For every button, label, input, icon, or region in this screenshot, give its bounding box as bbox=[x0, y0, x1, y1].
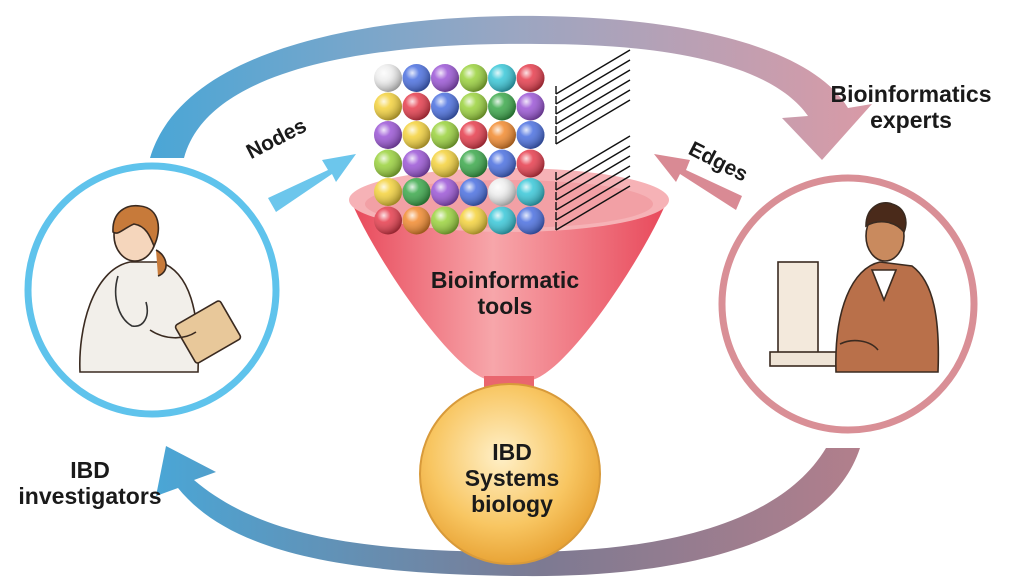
node-ball-shade bbox=[431, 121, 459, 149]
edge-lines bbox=[555, 49, 631, 231]
systems-biology-circle bbox=[419, 383, 601, 565]
edge-line bbox=[555, 89, 631, 135]
edge-line bbox=[555, 175, 631, 221]
node-ball-shade bbox=[516, 149, 545, 178]
node-grid bbox=[374, 64, 545, 235]
tools-line-1: Bioinformatic bbox=[430, 267, 580, 293]
node-ball-shade bbox=[516, 206, 545, 235]
node-ball-shade bbox=[402, 92, 431, 121]
node-ball-shade bbox=[488, 178, 516, 206]
node-ball-shade bbox=[516, 178, 545, 206]
experts-line-1: Bioinformatics bbox=[830, 81, 992, 107]
top-cycle-arrow bbox=[150, 15, 872, 160]
node-ball-shade bbox=[374, 92, 402, 121]
bottom-cycle-arrow bbox=[156, 446, 860, 577]
node-ball-shade bbox=[488, 206, 516, 235]
edge-line bbox=[555, 99, 631, 145]
node-ball-shade bbox=[516, 92, 545, 121]
node-ball-shade bbox=[488, 121, 516, 149]
node-ball-shade bbox=[488, 92, 516, 121]
node-ball-shade bbox=[402, 178, 431, 206]
node-ball-shade bbox=[374, 206, 402, 235]
edge-line bbox=[555, 135, 631, 181]
ibd-systems-biology-label: IBD Systems biology bbox=[437, 439, 587, 517]
node-ball-shade bbox=[516, 64, 545, 92]
edge-line bbox=[555, 49, 631, 95]
ibd-line-1: IBD bbox=[492, 439, 532, 465]
node-ball-shade bbox=[459, 92, 488, 121]
node-ball-shade bbox=[374, 149, 402, 178]
tools-line-2: tools bbox=[477, 292, 533, 319]
experts-line-2: experts bbox=[870, 106, 952, 133]
funnel-body bbox=[350, 198, 668, 380]
node-ball-shade bbox=[459, 121, 488, 149]
node-ball-shade bbox=[431, 92, 459, 121]
edges-arrow bbox=[654, 154, 742, 210]
node-ball-shade bbox=[459, 149, 488, 178]
node-ball-shade bbox=[374, 121, 402, 149]
bioinformatic-tools-label: Bioinformatic tools bbox=[405, 267, 605, 320]
investigators-line-1: IBD bbox=[70, 457, 110, 483]
edge-line bbox=[555, 165, 631, 211]
edge-line bbox=[555, 79, 631, 125]
man-at-computer-icon bbox=[769, 202, 940, 373]
node-ball-shade bbox=[431, 149, 459, 178]
edge-line bbox=[555, 145, 631, 191]
node-ball-shade bbox=[374, 178, 402, 206]
ibd-investigators-label: IBD investigators bbox=[2, 457, 178, 510]
node-ball-shade bbox=[374, 64, 402, 92]
node-ball-shade bbox=[459, 178, 488, 206]
edge-line bbox=[555, 155, 631, 201]
nodes-arrow bbox=[268, 154, 356, 212]
node-ball-shade bbox=[431, 206, 459, 235]
ibd-line-3: biology bbox=[471, 490, 553, 517]
node-ball-shade bbox=[402, 149, 431, 178]
edge-line bbox=[555, 185, 631, 231]
node-ball-shade bbox=[402, 64, 431, 92]
node-ball-shade bbox=[431, 178, 459, 206]
node-ball-shade bbox=[459, 64, 488, 92]
edge-line bbox=[555, 69, 631, 115]
ibd-line-2: Systems bbox=[464, 464, 560, 491]
edge-line bbox=[555, 59, 631, 105]
female-doctor-with-clipboard-icon bbox=[79, 204, 242, 373]
node-ball-shade bbox=[488, 64, 516, 92]
node-ball-shade bbox=[402, 121, 431, 149]
node-ball-shade bbox=[431, 64, 459, 92]
node-ball-shade bbox=[516, 121, 545, 149]
node-ball-shade bbox=[459, 206, 488, 235]
bioinformatics-experts-label: Bioinformatics experts bbox=[818, 81, 1004, 134]
node-ball-shade bbox=[488, 149, 516, 178]
node-ball-shade bbox=[402, 206, 431, 235]
investigators-line-2: investigators bbox=[18, 482, 162, 509]
